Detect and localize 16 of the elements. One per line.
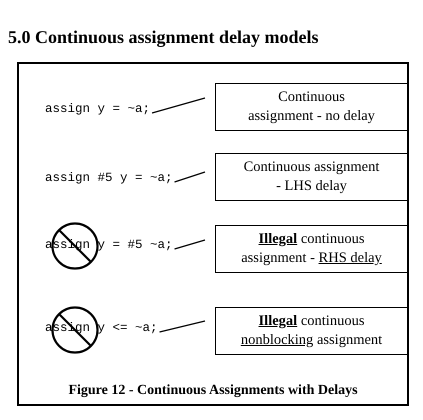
code-line: assign #5 y = ~a; [45,171,173,185]
description-box [215,153,408,201]
heading: 5.0 Continuous assignment delay models [8,27,319,48]
figure-caption: Figure 12 - Continuous Assignments with Delays [67,383,359,399]
leader-line [174,171,206,183]
leader-line [159,320,206,333]
description-box [215,307,408,355]
code-line: assign y = ~a; [45,102,150,116]
description-box [215,225,408,273]
description-text: Continuous assignment - LHS delay [242,158,380,196]
leader-line [174,239,206,250]
description-text: Illegal continuous nonblocking assignment [240,312,384,350]
description-text: Illegal continuous assignment - RHS delay [240,230,383,268]
description-text: Continuous assignment - no delay [247,88,376,126]
leader-line [152,97,206,114]
description-box [215,83,408,131]
